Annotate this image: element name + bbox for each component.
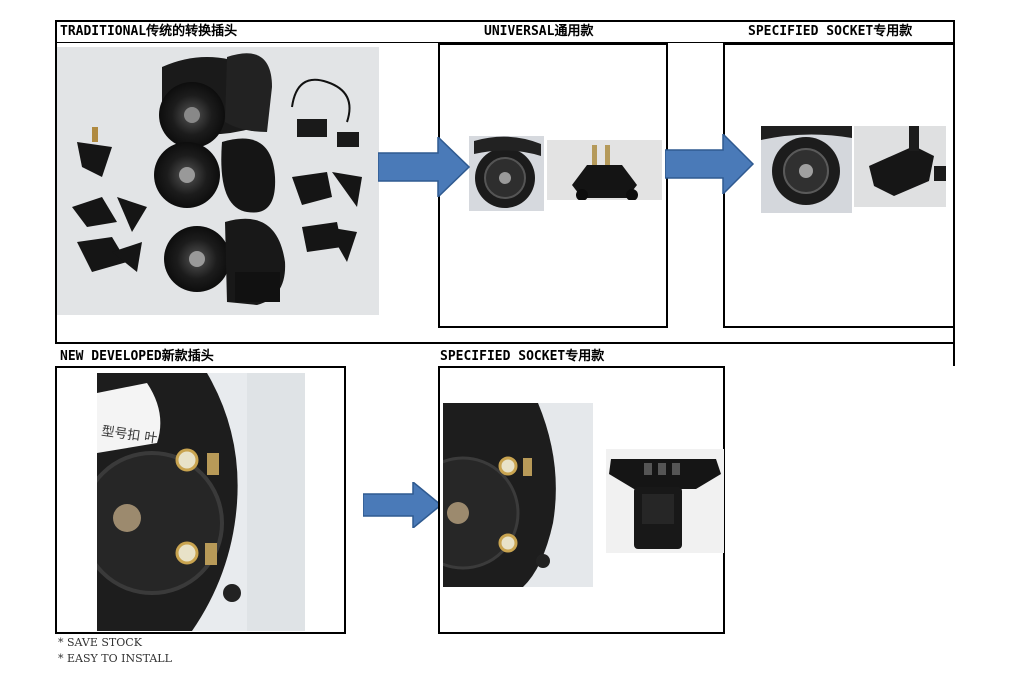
- top-border-line: [55, 20, 955, 22]
- specified-bottom-connector-photo: [606, 449, 724, 553]
- specified-socket-top-label: SPECIFIED SOCKET专用款: [748, 24, 913, 39]
- specified-top-horn-photo: [761, 126, 852, 213]
- note-easy-install: * EASY TO INSTALL: [58, 652, 172, 665]
- left-border-line: [55, 20, 57, 344]
- header-divider-line: [55, 42, 955, 43]
- specified-socket-bottom-label: SPECIFIED SOCKET专用款: [440, 349, 605, 364]
- note-save-stock: * SAVE STOCK: [58, 636, 142, 649]
- universal-label: UNIVERSAL通用款: [484, 24, 594, 39]
- new-developed-horn-photo: 型号扣 叶: [97, 373, 305, 631]
- new-developed-label: NEW DEVELOPED新款插头: [60, 349, 214, 364]
- specified-bottom-horn-photo: [443, 403, 593, 587]
- traditional-products-photo: [57, 47, 379, 315]
- arrow-universal-to-specified: [665, 134, 755, 194]
- arrow-new-to-specified: [363, 482, 443, 528]
- traditional-label: TRADITIONAL传统的转换插头: [60, 24, 238, 39]
- specified-top-connector-photo: [854, 126, 946, 207]
- universal-connector-photo: [547, 140, 662, 200]
- arrow-traditional-to-universal: [378, 137, 470, 197]
- row-divider-line: [55, 342, 955, 344]
- universal-horn-photo: [469, 136, 544, 211]
